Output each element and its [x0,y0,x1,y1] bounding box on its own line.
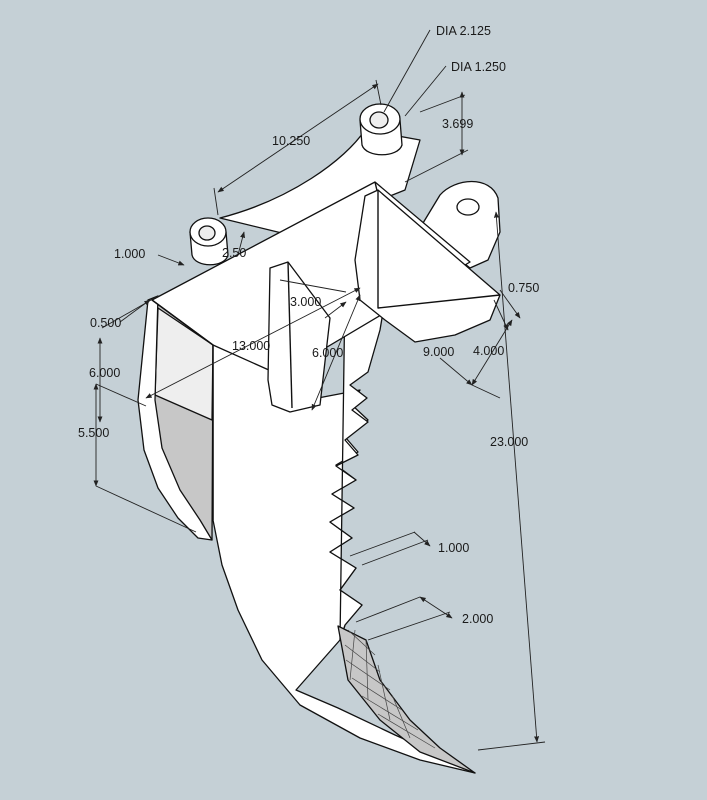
label-depth: 13.000 [232,339,270,353]
label-overall-height: 23.000 [490,435,528,449]
label-shoe-width: 9.000 [423,345,454,359]
label-tooth-pitch: 1.000 [438,541,469,555]
label-dia-large: DIA 2.125 [436,24,491,38]
label-left-boss: 1.000 [114,247,145,261]
dimension-labels: DIA 2.125 DIA 1.250 10.250 3.699 1.000 2… [78,24,539,626]
right-boss-hole [369,111,389,129]
label-rib-height: 6.000 [312,346,343,360]
label-tip-length: 2.000 [462,612,493,626]
dimension-lines [93,29,546,751]
label-pin-spacing: 10.250 [272,134,310,148]
tip-grid [344,629,436,749]
rear-block-edge [377,190,501,309]
label-plate-thickness: 0.750 [508,281,539,295]
left-boss-hole [198,225,216,241]
right-ear-hole [456,198,480,216]
left-boss [189,217,229,266]
label-dia-small: DIA 1.250 [451,60,506,74]
label-side-height: 6.000 [89,366,120,380]
label-boss-partial: 2.50 [222,246,246,260]
label-ear-height: 3.699 [442,117,473,131]
hardened-tip [337,625,476,774]
right-boss [359,103,403,156]
rear-block [354,189,501,343]
label-side-lower: 5.500 [78,426,109,440]
label-shoe-depth: 4.000 [473,344,504,358]
label-top-plate: 0.500 [90,316,121,330]
side-plate [137,295,213,541]
label-rib-width: 3.000 [290,295,321,309]
